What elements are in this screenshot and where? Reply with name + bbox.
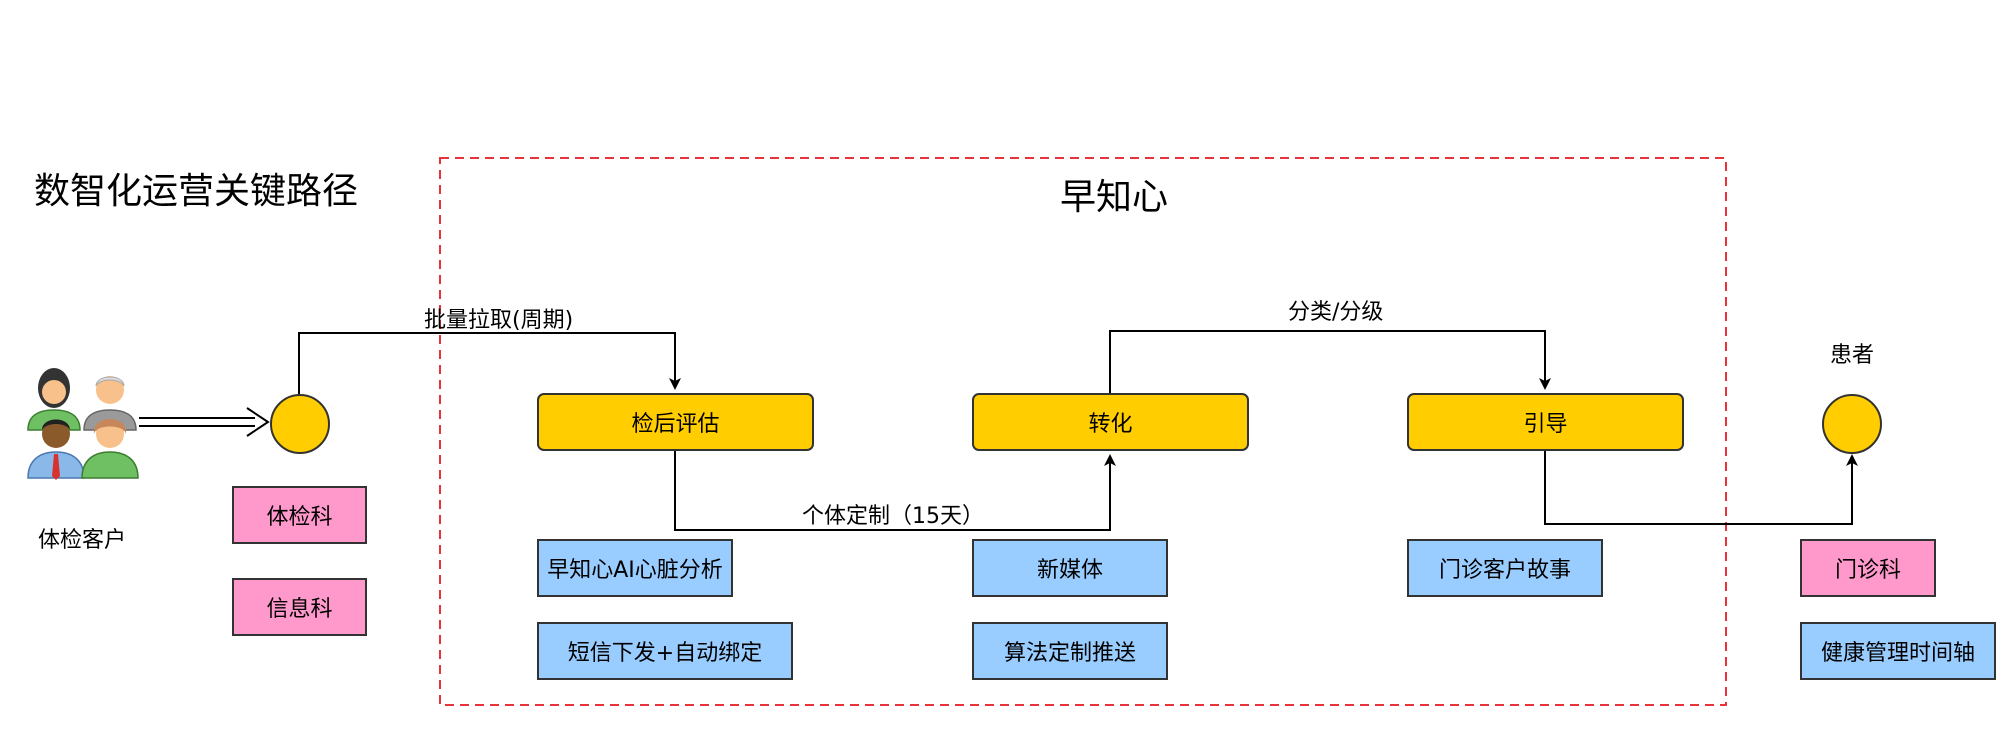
edge-label-pull: 批量拉取(周期): [424, 308, 574, 333]
edge-pull: [298, 332, 681, 398]
edge-to-patient: [1544, 450, 1858, 525]
edge-classify: [1109, 330, 1551, 393]
zaozhixin-container: [439, 157, 1727, 706]
dept-outpatient: 门诊科: [1800, 539, 1936, 597]
customer-group-icon: [27, 368, 139, 480]
tool-new-media: 新媒体: [972, 539, 1168, 597]
container-title: 早知心: [1060, 177, 1169, 218]
tool-stories: 门诊客户故事: [1407, 539, 1603, 597]
tool-algo-push: 算法定制推送: [972, 622, 1168, 680]
page-title: 数智化运营关键路径: [34, 171, 359, 212]
stage-convert: 转化: [972, 393, 1249, 451]
dept-info: 信息科: [232, 578, 367, 636]
stage-guide: 引导: [1407, 393, 1684, 451]
tool-ai-analysis: 早知心AI心脏分析: [537, 539, 733, 597]
dept-exam: 体检科: [232, 486, 367, 544]
customer-flow-arrow: [139, 407, 270, 437]
stage-evaluate: 检后评估: [537, 393, 814, 451]
edge-label-classify: 分类/分级: [1288, 300, 1384, 325]
patient-label: 患者: [1830, 343, 1875, 368]
start-node: [270, 394, 330, 454]
tool-timeline: 健康管理时间轴: [1800, 622, 1996, 680]
customer-label: 体检客户: [38, 528, 127, 553]
patient-node: [1822, 394, 1882, 454]
edge-custom: [674, 450, 1116, 531]
edge-label-custom: 个体定制（15天）: [802, 504, 984, 529]
tool-sms: 短信下发+自动绑定: [537, 622, 793, 680]
